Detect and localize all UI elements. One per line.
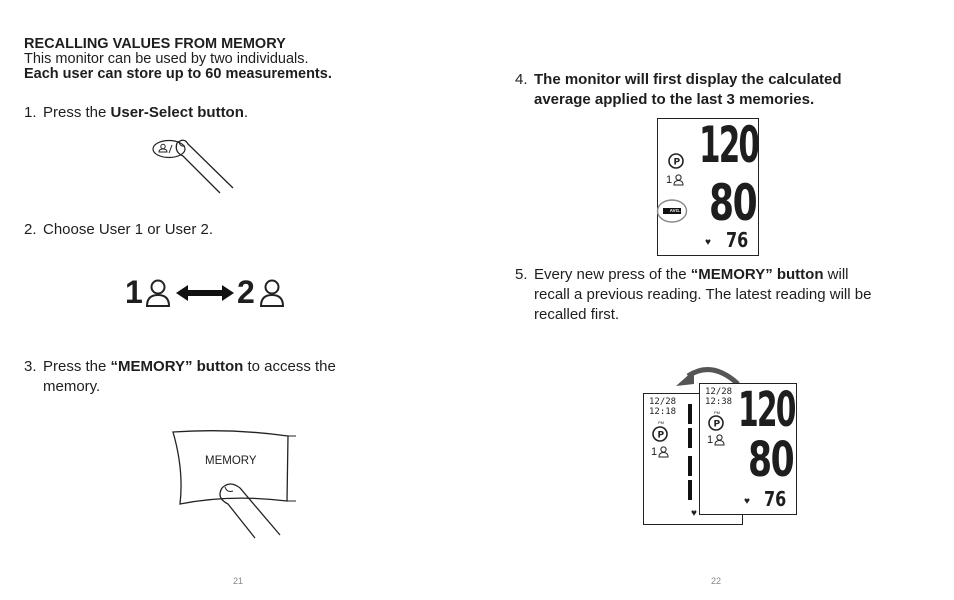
step-4-number: 4. bbox=[515, 71, 528, 88]
step-1-text: Press the User-Select button. bbox=[43, 104, 249, 121]
user-number: 1 bbox=[707, 434, 714, 446]
user-choice-illustration: 1 2 bbox=[125, 275, 295, 311]
step-5-number: 5. bbox=[515, 266, 528, 283]
user-icon bbox=[658, 446, 669, 458]
memory-button-illustration bbox=[172, 430, 296, 539]
step-3: 3. Press the “MEMORY” button to access t… bbox=[24, 357, 424, 397]
curved-arrow-icon bbox=[676, 367, 740, 386]
pointing-finger-icon bbox=[219, 483, 281, 539]
step-1: 1. Press the User-Select button. bbox=[24, 103, 424, 123]
intro-line-2: Each user can store up to 60 measurement… bbox=[24, 66, 332, 82]
page-number-left: 21 bbox=[233, 576, 244, 586]
time-value: 12:18 bbox=[649, 407, 677, 417]
heart-icon: ♥ bbox=[691, 508, 697, 519]
systolic-value: 120 bbox=[699, 116, 760, 174]
intro-text: This monitor can be used by two individu… bbox=[24, 52, 444, 82]
step-4-text: The monitor will first display the calcu… bbox=[534, 71, 842, 108]
pulse-value: 76 bbox=[726, 228, 749, 252]
p-circle-icon: P bbox=[708, 415, 724, 431]
diastolic-value: 80 bbox=[709, 174, 758, 232]
pulse-value: 76 bbox=[764, 487, 787, 511]
partial-digits bbox=[686, 402, 702, 452]
time-value: 12:38 bbox=[705, 397, 733, 407]
lcd-display-latest: 12/28 12:38 PM P 1 120 80 ♥ 76 bbox=[699, 382, 797, 515]
user-1-number: 1 bbox=[125, 274, 143, 310]
pm-indicator: PM bbox=[714, 410, 720, 415]
svg-text:P: P bbox=[714, 420, 721, 430]
avg-indicator bbox=[656, 199, 688, 223]
step-2-number: 2. bbox=[24, 221, 37, 238]
user-2-icon bbox=[259, 279, 285, 307]
step-2: 2. Choose User 1 or User 2. bbox=[24, 220, 424, 240]
heart-icon: ♥ bbox=[744, 496, 750, 507]
user-icon bbox=[714, 434, 725, 446]
pm-indicator: PM bbox=[658, 420, 664, 425]
double-arrow-icon bbox=[176, 285, 234, 301]
intro-line-1: This monitor can be used by two individu… bbox=[24, 51, 309, 67]
page-number-right: 22 bbox=[711, 576, 722, 586]
slash-divider bbox=[168, 144, 173, 154]
step-1-number: 1. bbox=[24, 104, 37, 121]
user-1-icon bbox=[145, 279, 171, 307]
diastolic-value: 80 bbox=[748, 432, 795, 488]
partial-digits bbox=[686, 454, 702, 504]
date-value: 12/28 bbox=[705, 387, 733, 397]
lcd-display-average: 120 80 P 1 AVG. ♥ 76 bbox=[656, 116, 760, 256]
step-4: 4. The monitor will first display the ca… bbox=[515, 70, 935, 110]
step-2-text: Choose User 1 or User 2. bbox=[43, 221, 214, 238]
user-icon bbox=[673, 174, 684, 186]
section-heading: RECALLING VALUES FROM MEMORY bbox=[24, 36, 286, 52]
heart-icon: ♥ bbox=[705, 237, 711, 248]
user-number: 1 bbox=[651, 446, 658, 458]
pointing-finger-icon bbox=[175, 139, 234, 194]
user-2-number: 2 bbox=[237, 274, 255, 310]
date-value: 12/28 bbox=[649, 397, 677, 407]
step-3-number: 3. bbox=[24, 358, 37, 375]
user-icon bbox=[158, 143, 168, 153]
svg-text:P: P bbox=[674, 158, 681, 168]
avg-label: AVG. bbox=[669, 208, 681, 213]
p-circle-icon: P bbox=[652, 426, 668, 442]
memory-button-label: MEMORY bbox=[205, 455, 257, 467]
systolic-value: 120 bbox=[738, 382, 796, 438]
svg-text:P: P bbox=[658, 431, 665, 441]
user-select-button-illustration bbox=[152, 139, 234, 194]
memory-button bbox=[172, 430, 289, 505]
p-circle-icon: P bbox=[668, 153, 684, 169]
step-5-text: Every new press of the “MEMORY” button w… bbox=[534, 266, 872, 323]
step-5: 5. Every new press of the “MEMORY” butto… bbox=[515, 265, 935, 325]
user-number: 1 bbox=[666, 174, 673, 186]
